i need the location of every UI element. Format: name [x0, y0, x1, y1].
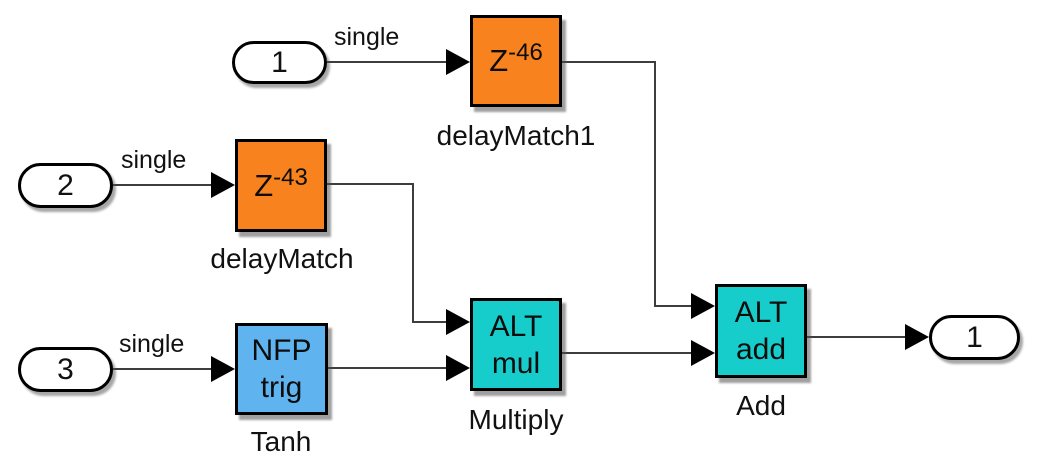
outport-1[interactable]: 1 — [929, 315, 1020, 360]
wire-delaymatch1-to-add[interactable] — [654, 61, 656, 307]
delay-base: Z — [489, 43, 509, 78]
wire-arrowhead — [446, 49, 470, 75]
block-label-tanh[interactable]: Tanh — [250, 426, 312, 457]
block-delaymatch[interactable]: Z-43 — [235, 139, 327, 232]
signal-label-in3: single — [119, 330, 185, 358]
wire-arrowhead — [691, 340, 715, 366]
wire-in1-to-delaymatch1[interactable] — [327, 61, 447, 63]
add-text-line2: add — [735, 333, 787, 366]
wire-in2-to-delaymatch[interactable] — [113, 184, 212, 186]
signal-label-in1: single — [334, 23, 400, 51]
wire-arrowhead — [446, 309, 470, 335]
wire-arrowhead — [211, 356, 235, 382]
multiply-text-line1: ALT — [489, 309, 543, 343]
wire-arrowhead — [691, 293, 715, 319]
block-tanh[interactable]: NFP trig — [235, 323, 328, 415]
block-tanh-text: NFP trig — [252, 332, 312, 406]
inport-3-number: 3 — [57, 352, 74, 386]
inport-1-number: 1 — [271, 45, 288, 79]
multiply-text-line2: mul — [491, 346, 541, 380]
wire-arrowhead — [446, 355, 470, 381]
block-multiply-text: ALT mul — [490, 308, 543, 382]
tanh-text-line1: NFP — [251, 334, 312, 367]
add-text-line1: ALT — [734, 296, 788, 329]
wire-add-to-out1[interactable] — [807, 336, 906, 338]
wire-arrowhead — [211, 172, 235, 198]
delay-exponent: -46 — [508, 39, 543, 66]
wire-in3-to-tanh[interactable] — [113, 368, 212, 370]
delay-base: Z — [254, 167, 274, 203]
block-delaymatch-text: Z-43 — [254, 164, 308, 204]
block-label-delaymatch1[interactable]: delayMatch1 — [436, 120, 596, 151]
wire-delaymatch-to-multiply[interactable] — [412, 321, 447, 323]
delay-exponent: -43 — [273, 163, 308, 191]
block-delaymatch1-text: Z-46 — [489, 39, 543, 79]
wire-delaymatch1-to-add[interactable] — [562, 61, 656, 63]
block-label-add[interactable]: Add — [736, 390, 786, 421]
wire-delaymatch-to-multiply[interactable] — [412, 183, 414, 323]
wire-arrowhead — [905, 324, 929, 350]
inport-3[interactable]: 3 — [18, 347, 113, 392]
block-label-delaymatch[interactable]: delayMatch — [210, 243, 354, 274]
wire-multiply-to-add[interactable] — [562, 352, 692, 354]
inport-2-number: 2 — [57, 168, 74, 202]
inport-1[interactable]: 1 — [232, 41, 327, 84]
wire-delaymatch1-to-add[interactable] — [654, 305, 692, 307]
wire-delaymatch-to-multiply[interactable] — [327, 183, 414, 185]
outport-1-number: 1 — [966, 320, 983, 354]
block-delaymatch1[interactable]: Z-46 — [470, 15, 562, 107]
inport-2[interactable]: 2 — [18, 163, 113, 208]
block-add-text: ALT add — [735, 294, 788, 368]
signal-label-in2: single — [121, 146, 187, 174]
block-multiply[interactable]: ALT mul — [470, 298, 562, 391]
block-label-multiply[interactable]: Multiply — [468, 404, 564, 435]
wire-tanh-to-multiply[interactable] — [328, 367, 447, 369]
tanh-text-line2: trig — [260, 371, 303, 404]
block-add[interactable]: ALT add — [715, 284, 807, 378]
